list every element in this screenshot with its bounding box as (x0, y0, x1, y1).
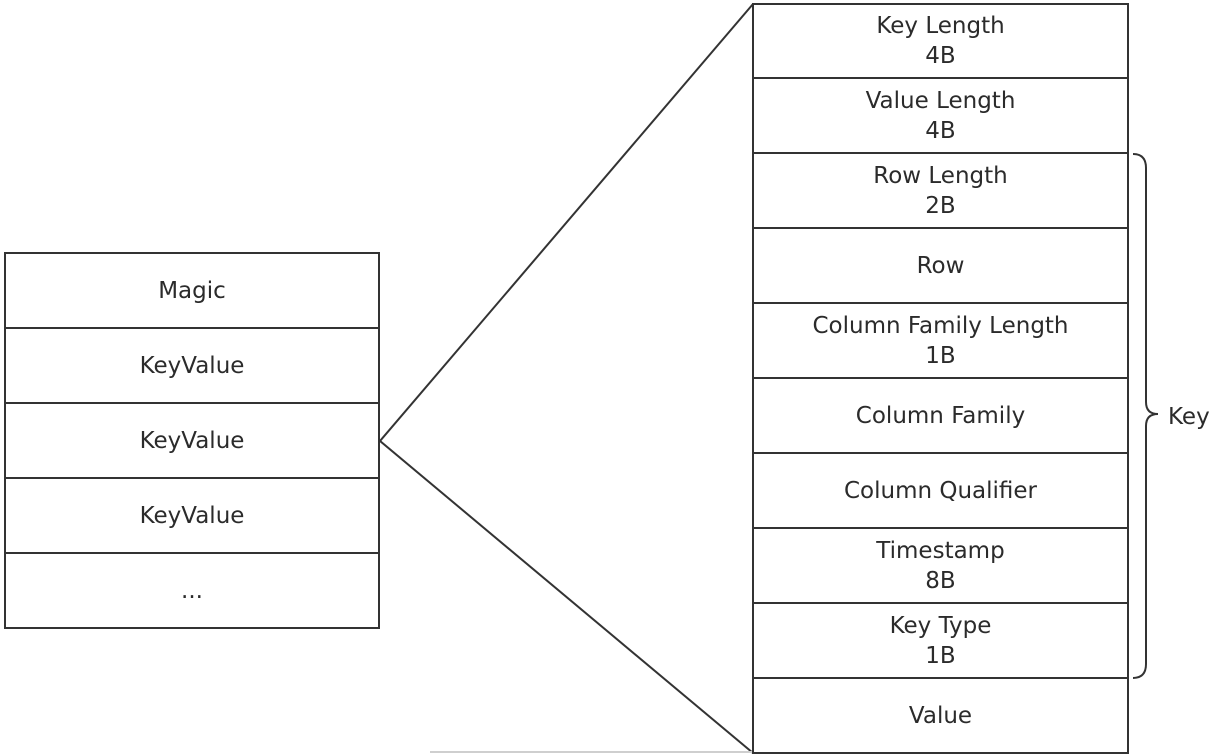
kv-field-size: 1B (925, 342, 956, 369)
kv-field-cell: Row (754, 229, 1127, 302)
hfile-block-ellipsis: ... (4, 554, 380, 629)
kv-field-cell: Value (754, 679, 1127, 752)
kv-field-size: 4B (925, 117, 956, 144)
key-brace (1132, 153, 1159, 679)
cell-keyvalue-2: KeyValue (6, 404, 378, 477)
kv-field-name: Column Qualifier (843, 477, 1038, 504)
kv-field-name: Row (916, 252, 965, 279)
kv-field-size: 2B (925, 192, 956, 219)
kv-field-size: 8B (925, 567, 956, 594)
kv-field-value-length: Value Length 4B (752, 79, 1129, 154)
kv-field-cell: Column Qualifier (754, 454, 1127, 527)
kv-field-name: Timestamp (876, 537, 1005, 564)
kv-field-name: Row Length (873, 162, 1008, 189)
kv-field-column-family-length: Column Family Length 1B (752, 304, 1129, 379)
hfile-block-magic: Magic (4, 252, 380, 329)
kv-field-value: Value (752, 679, 1129, 754)
kv-field-row-length: Row Length 2B (752, 154, 1129, 229)
kv-field-name: Value (908, 702, 973, 729)
kv-field-cell: Key Length 4B (754, 5, 1127, 77)
cell-magic-label: Magic (158, 277, 226, 304)
kv-field-cell: Value Length 4B (754, 79, 1127, 152)
kv-field-column-qualifier: Column Qualifier (752, 454, 1129, 529)
kv-field-key-length: Key Length 4B (752, 3, 1129, 79)
hfile-block-keyvalue-2: KeyValue (4, 404, 380, 479)
cell-ellipsis: ... (6, 554, 378, 627)
kv-field-name: Key Type (889, 612, 992, 639)
hfile-block-keyvalue-3: KeyValue (4, 479, 380, 554)
kv-field-key-type: Key Type 1B (752, 604, 1129, 679)
expand-line-top (379, 3, 754, 442)
cell-keyvalue-1: KeyValue (6, 329, 378, 402)
kv-field-name: Column Family (855, 402, 1026, 429)
kv-field-cell: Timestamp 8B (754, 529, 1127, 602)
cell-keyvalue-label: KeyValue (139, 352, 245, 379)
cell-magic: Magic (6, 254, 378, 327)
kv-field-cell: Row Length 2B (754, 154, 1127, 227)
kv-field-size: 4B (925, 43, 956, 69)
key-brace-label: Key (1168, 404, 1210, 430)
kv-field-name: Key Length (876, 13, 1005, 39)
kv-field-column-family: Column Family (752, 379, 1129, 454)
kv-field-size: 1B (925, 642, 956, 669)
kv-field-name: Value Length (865, 87, 1016, 114)
kv-field-row: Row (752, 229, 1129, 304)
kv-field-cell: Column Family Length 1B (754, 304, 1127, 377)
expand-line-bottom (379, 440, 754, 754)
kv-field-timestamp: Timestamp 8B (752, 529, 1129, 604)
kv-field-cell: Key Type 1B (754, 604, 1127, 677)
cell-keyvalue-label: KeyValue (139, 427, 245, 454)
kv-field-cell: Column Family (754, 379, 1127, 452)
cell-keyvalue-label: KeyValue (139, 502, 245, 529)
cell-ellipsis-label: ... (181, 577, 203, 604)
cell-keyvalue-3: KeyValue (6, 479, 378, 552)
kv-field-name: Column Family Length (812, 312, 1069, 339)
hfile-block-keyvalue-1: KeyValue (4, 329, 380, 404)
